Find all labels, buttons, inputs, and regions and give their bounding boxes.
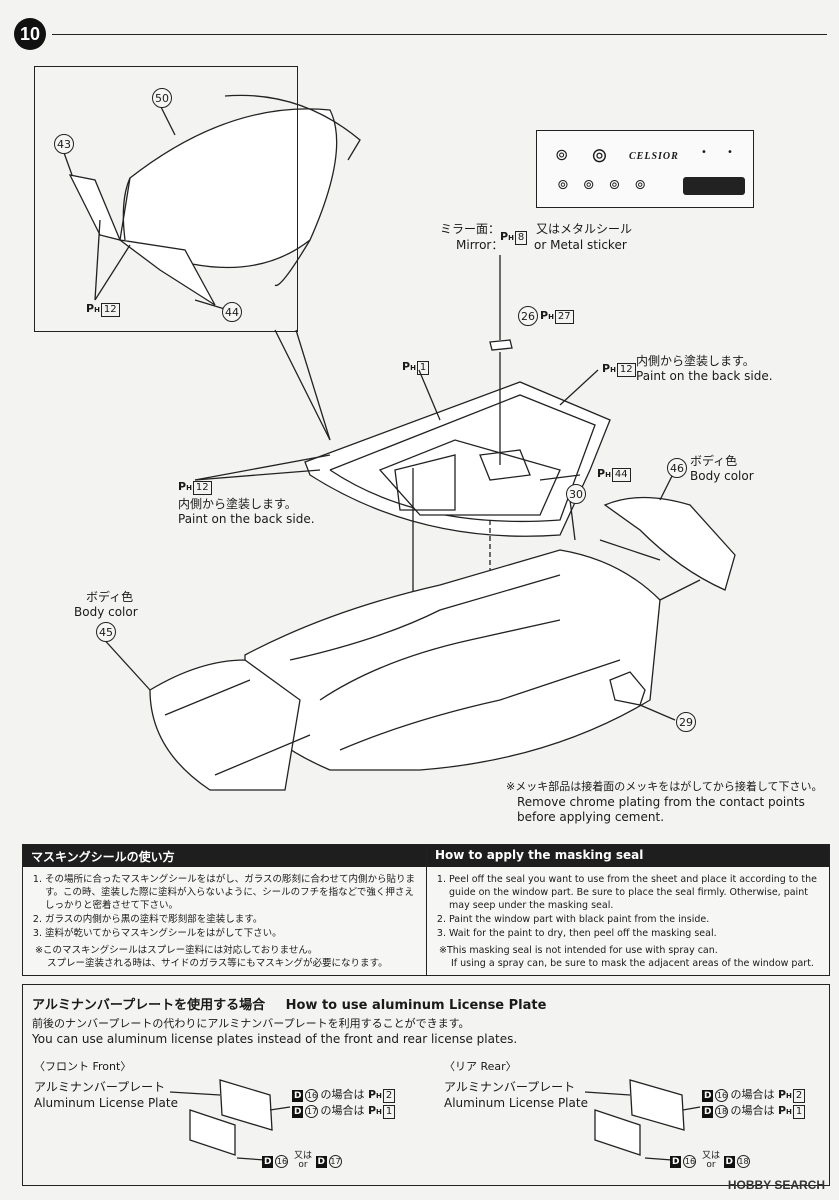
body-color-label-en-front: Body color (74, 605, 138, 619)
front-plate-heading: 〈フロント Front〉 (34, 1060, 132, 1073)
masking-steps-en: Peel off the seal you want to use from t… (427, 873, 829, 940)
body-color-label-en-rear: Body color (690, 469, 754, 483)
part-callout-44: 44 (222, 302, 242, 322)
masking-step-en: Peel off the seal you want to use from t… (449, 873, 821, 912)
aluminum-plate-section (22, 984, 830, 1186)
part-callout-30: 30 (566, 484, 586, 504)
masking-seal-instructions-en: How to apply the masking seal Peel off t… (426, 844, 830, 976)
back-side-label-en-left: Paint on the back side. (178, 512, 315, 526)
toyota-emblem-large-icon: ⊚ (591, 143, 608, 167)
windshield-detail-inset (34, 66, 298, 332)
masking-steps-ja: その場所に合ったマスキングシールをはがし、ガラスの彫刻に合わせて内側から貼ります… (23, 873, 427, 940)
part-callout-50: 50 (152, 88, 172, 108)
small-emblem-row-icon: ⊚⊚⊚⊚ (557, 177, 660, 193)
celsior-logo: CELSIOR (629, 151, 679, 162)
chrome-note-en-1: Remove chrome plating from the contact p… (517, 795, 805, 809)
mirror-label-en: Mirror： (456, 238, 504, 252)
part-callout-26: 26 (518, 306, 538, 326)
back-side-label-ja-left: 内側から塗装します。 (178, 497, 297, 511)
masking-step-ja: ガラスの内側から黒の塗料で彫刻部を塗装します。 (45, 913, 419, 926)
masking-title-ja: マスキングシールの使い方 (23, 845, 427, 867)
emblem-sticker-panel: ⊚ ⊚ CELSIOR • • ⊚⊚⊚⊚ (536, 130, 754, 208)
part-callout-45: 45 (96, 622, 116, 642)
masking-note-ja-2: スプレー塗装される時は、サイドのガラス等にもマスキングが必要になります。 (47, 958, 388, 969)
aluminum-title-en: How to use aluminum License Plate (285, 998, 547, 1013)
body-color-label-ja-rear: ボディ色 (690, 454, 738, 468)
header-rule (52, 34, 827, 35)
masking-step-ja: 塗料が乾いてからマスキングシールをはがして下さい。 (45, 927, 419, 940)
masking-title-en: How to apply the masking seal (427, 845, 829, 867)
masking-note-en-1: ※This masking seal is not intended for u… (439, 945, 718, 956)
part-callout-29: 29 (676, 712, 696, 732)
part-callout-46: 46 (667, 458, 687, 478)
aluminum-desc-ja: 前後のナンバープレートの代わりにアルミナンバープレートを利用することができます。 (32, 1017, 470, 1030)
watermark: HOBBY SEARCH (727, 1178, 825, 1192)
back-side-label-en-right: Paint on the back side. (636, 369, 773, 383)
chrome-note-en-2: before applying cement. (517, 810, 665, 824)
dot-icon: • (701, 147, 707, 158)
masking-step-en: Paint the window part with black paint f… (449, 913, 821, 926)
rear-plate-label-ja: アルミナンバープレート (444, 1080, 576, 1094)
masking-note-ja-1: ※このマスキングシールはスプレー塗料には対応しておりません。 (35, 945, 318, 956)
body-color-label-ja-front: ボディ色 (86, 590, 134, 604)
chrome-note-ja: ※メッキ部品は接着面のメッキをはがしてから接着して下さい。 (506, 780, 823, 793)
rear-plate-label-en: Aluminum License Plate (444, 1096, 588, 1110)
black-stripe-sticker (683, 177, 745, 195)
masking-step-en: Wait for the paint to dry, then peel off… (449, 927, 821, 940)
toyota-emblem-icon: ⊚ (555, 145, 569, 164)
front-plate-label-ja: アルミナンバープレート (34, 1080, 166, 1094)
aluminum-title-ja: アルミナンバープレートを使用する場合 (32, 998, 266, 1013)
part-callout-43: 43 (54, 134, 74, 154)
back-side-label-ja-right: 内側から塗装します。 (636, 354, 755, 368)
metal-sticker-label-ja: 又はメタルシール (536, 222, 633, 236)
step-number-badge: 10 (14, 18, 46, 50)
aluminum-title: アルミナンバープレートを使用する場合 How to use aluminum L… (32, 994, 546, 1013)
masking-seal-instructions-ja: マスキングシールの使い方 その場所に合ったマスキングシールをはがし、ガラスの彫刻… (22, 844, 428, 976)
mirror-label-ja: ミラー面： (440, 222, 501, 236)
masking-note-en-2: If using a spray can, be sure to mask th… (451, 958, 814, 969)
aluminum-desc-en: You can use aluminum license plates inst… (32, 1032, 518, 1046)
front-plate-label-en: Aluminum License Plate (34, 1096, 178, 1110)
rear-plate-heading: 〈リア Rear〉 (444, 1060, 517, 1073)
masking-step-ja: その場所に合ったマスキングシールをはがし、ガラスの彫刻に合わせて内側から貼ります… (45, 873, 419, 912)
dot-icon: • (727, 147, 733, 158)
metal-sticker-label-en: or Metal sticker (534, 238, 627, 252)
